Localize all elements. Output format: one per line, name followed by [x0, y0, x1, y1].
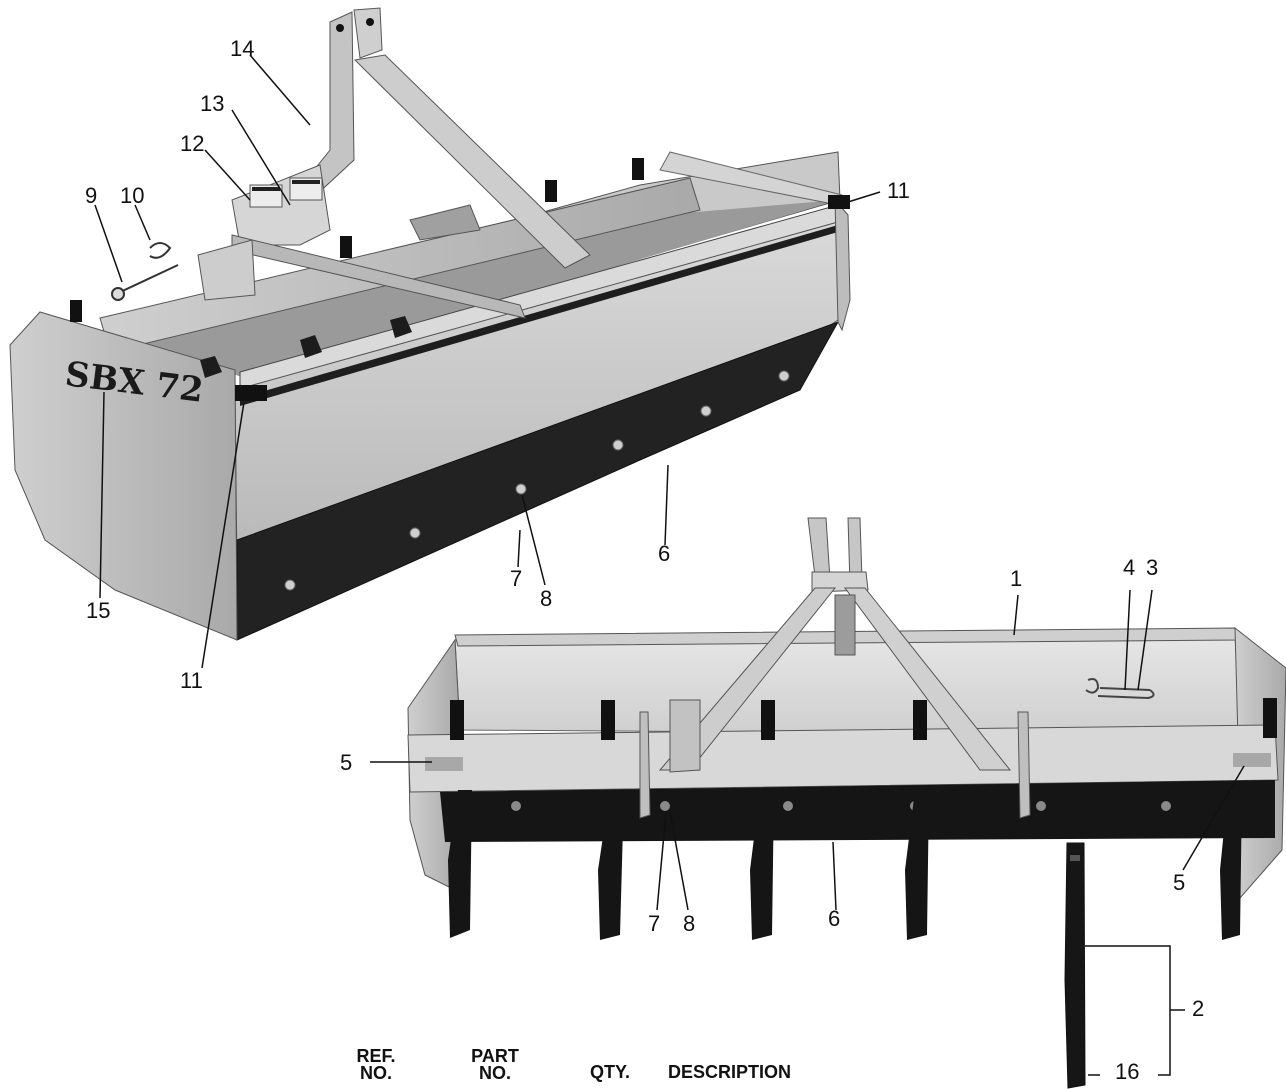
header-qty: QTY.: [589, 1062, 630, 1082]
leader-lines: [94, 54, 1245, 1076]
header-ref-no: REF. NO.: [356, 1046, 396, 1083]
callout-11-right: 11: [887, 178, 910, 203]
callout-11-left: 11: [180, 668, 203, 693]
callout-9: 9: [85, 183, 98, 208]
callout-5-left: 5: [340, 750, 353, 775]
decal-5-right: [1233, 753, 1271, 767]
callout-10: 10: [120, 183, 145, 208]
header-part-no: PART NO.: [471, 1046, 519, 1083]
callout-3: 3: [1146, 555, 1159, 580]
decal-5-left: [425, 757, 463, 771]
header-description: DESCRIPTION: [668, 1062, 792, 1082]
callout-2: 2: [1192, 996, 1205, 1021]
callout-16: 16: [1115, 1059, 1140, 1084]
callout-6-bottom: 6: [828, 906, 841, 931]
callout-6-top: 6: [658, 541, 671, 566]
callout-14: 14: [230, 36, 255, 61]
decal-11-right: [828, 195, 850, 209]
callout-4: 4: [1123, 555, 1136, 580]
callout-5-right: 5: [1173, 870, 1186, 895]
decal-11-left: [235, 385, 267, 401]
callout-13: 13: [200, 91, 225, 116]
callout-8-top: 8: [540, 586, 553, 611]
box-scraper-rear-view: [407, 517, 1286, 1089]
callout-12: 12: [180, 131, 205, 156]
callout-1: 1: [1010, 566, 1023, 591]
callout-7-bottom: 7: [648, 911, 661, 936]
callout-7-top: 7: [510, 566, 523, 591]
callout-8-bottom: 8: [683, 911, 696, 936]
box-scraper-front-view: [9, 7, 851, 641]
callout-15: 15: [86, 598, 111, 623]
